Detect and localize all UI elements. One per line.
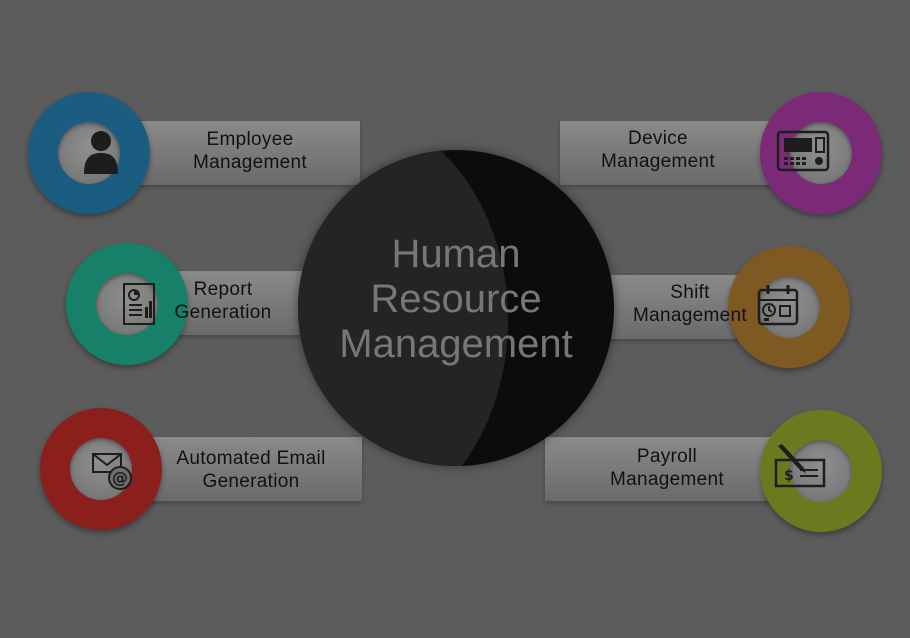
shift-management-label: Shift Management (622, 281, 758, 327)
shift-icon (757, 285, 799, 326)
device-line1: Device (628, 128, 688, 149)
employee-line2: Management (193, 152, 307, 173)
payroll-line2: Management (610, 469, 724, 490)
center-title-line3: Management (339, 322, 573, 366)
email-icon: @ (92, 453, 132, 490)
email-line1: Automated Email (176, 448, 326, 469)
center-title-line2: Resource (370, 277, 542, 321)
payroll-management-label: Payroll Management (597, 445, 737, 491)
report-icon (123, 283, 155, 325)
email-line2: Generation (202, 471, 300, 492)
employee-management-label: Employee Management (175, 128, 325, 174)
email-ring (40, 408, 162, 530)
device-icon (776, 130, 830, 172)
device-line2: Management (601, 151, 715, 172)
report-line2: Generation (174, 302, 272, 323)
center-title-line1: Human (391, 232, 521, 276)
shift-line1: Shift (670, 282, 710, 303)
payroll-ring (760, 410, 882, 532)
shift-line2: Management (633, 305, 747, 326)
automated-email-label: Automated Email Generation (160, 447, 342, 493)
center-title: Human Resource Management (298, 232, 614, 367)
person-icon (84, 131, 118, 174)
payroll-line1: Payroll (636, 446, 698, 467)
center-sheen (298, 150, 508, 466)
payroll-icon: $ (774, 444, 826, 488)
employee-line1: Employee (206, 129, 294, 150)
svg-text:@: @ (112, 468, 128, 487)
report-generation-label: Report Generation (160, 278, 286, 324)
report-line1: Report (193, 279, 253, 300)
center-circle: Human Resource Management (298, 150, 614, 466)
svg-text:$: $ (784, 468, 794, 484)
device-management-label: Device Management (588, 127, 728, 173)
